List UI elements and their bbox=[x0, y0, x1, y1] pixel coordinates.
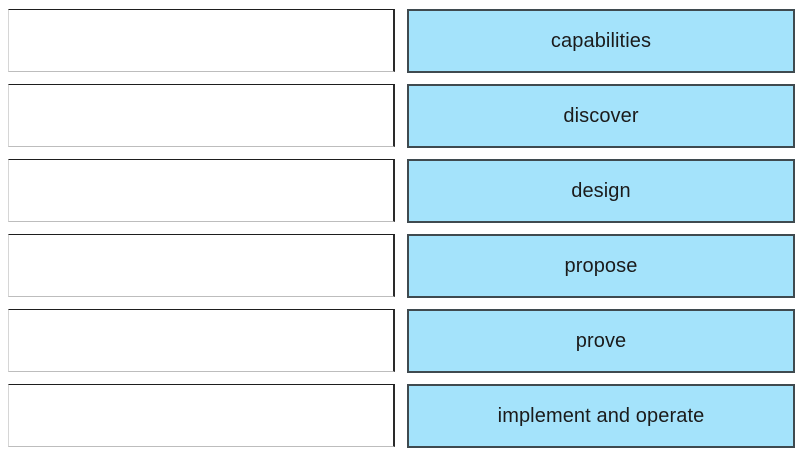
drop-target-1[interactable] bbox=[8, 9, 395, 72]
drag-item-prove[interactable]: prove bbox=[407, 309, 795, 373]
drag-item-label: discover bbox=[563, 104, 639, 127]
drop-target-2[interactable] bbox=[8, 84, 395, 147]
drop-target-6[interactable] bbox=[8, 384, 395, 447]
drag-item-label: prove bbox=[575, 329, 627, 352]
drag-item-discover[interactable]: discover bbox=[407, 84, 795, 148]
drop-target-3[interactable] bbox=[8, 159, 395, 222]
drag-item-design[interactable]: design bbox=[407, 159, 795, 223]
drag-item-label: capabilities bbox=[550, 29, 652, 52]
drag-item-capabilities[interactable]: capabilities bbox=[407, 9, 795, 73]
drag-item-label: propose bbox=[564, 254, 638, 277]
drag-item-propose[interactable]: propose bbox=[407, 234, 795, 298]
drag-item-label: design bbox=[571, 179, 631, 202]
drag-item-implement-and-operate[interactable]: implement and operate bbox=[407, 384, 795, 448]
drag-item-label: implement and operate bbox=[497, 404, 705, 427]
drop-target-4[interactable] bbox=[8, 234, 395, 297]
drop-target-5[interactable] bbox=[8, 309, 395, 372]
